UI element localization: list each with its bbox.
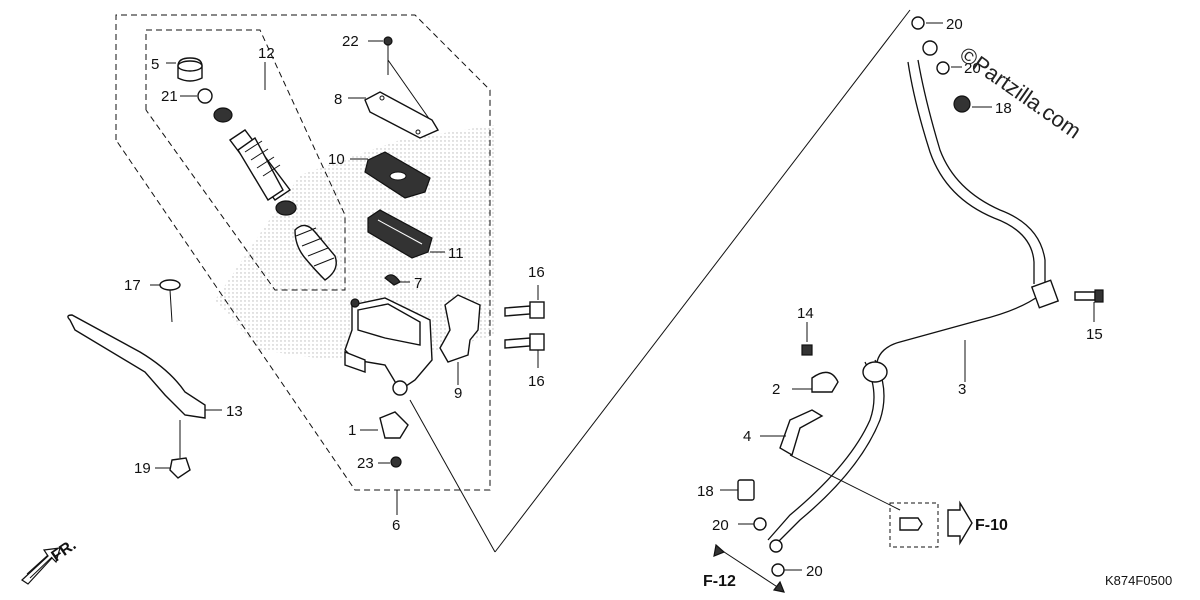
banjo-bolt-lower [720,479,755,501]
callout-3: 3 [958,381,966,398]
callout-21: 21 [161,88,178,105]
snap-ring [180,88,213,104]
callout-8: 8 [334,91,342,108]
reservoir-cap [348,91,440,139]
callout-12: 12 [258,45,275,62]
brake-hose [767,59,1060,553]
callout-11: 11 [448,245,464,262]
callout-16-lower: 16 [528,373,545,390]
diaphragm-plate [350,151,431,199]
callout-16-upper: 16 [528,264,545,281]
switch-screw [378,456,402,468]
reference-f10: F-10 [975,517,1008,534]
brake-lever [67,314,222,419]
piston-assembly [213,107,337,281]
callout-4: 4 [743,428,751,445]
diaphragm [367,209,445,259]
hose-clamp [792,371,839,393]
holder-bolt-upper [504,285,545,319]
master-cylinder-boundary [115,14,491,491]
callout-13: 13 [226,403,243,420]
sealing-washers-upper [911,16,962,75]
lever-pivot-nut [155,420,191,479]
reservoir-cap-screws [368,36,431,121]
callout-7: 7 [414,275,422,292]
reference-f12: F-12 [703,573,736,590]
brake-light-switch [360,411,409,439]
callout-23: 23 [357,455,374,472]
callout-19: 19 [134,460,151,477]
callout-15: 15 [1086,326,1103,343]
callout-2: 2 [772,381,780,398]
callout-17: 17 [124,277,141,294]
drawing-code: K874F0500 [1105,573,1172,588]
clamp-bolt [801,322,813,356]
hose-guide-bolt [1074,289,1104,322]
callout-1: 1 [348,422,356,439]
callout-20-third: 20 [712,517,729,534]
callout-14: 14 [797,305,814,322]
callout-20-bottom: 20 [806,563,823,580]
callout-20-top: 20 [946,16,963,33]
lever-pivot-bolt [150,279,181,323]
watermark: ©Partzilla.com [955,42,1086,144]
sealing-washers-lower [738,517,802,577]
callout-9: 9 [454,385,462,402]
hose-stay [760,409,901,511]
reservoir-clip [384,274,410,286]
banjo-bolt-upper [953,95,992,113]
callout-22: 22 [342,33,359,50]
holder-bolt-lower [504,333,545,368]
f10-reference-box [889,500,973,548]
dust-boot-cap [166,57,203,82]
front-direction-arrow [21,547,61,585]
master-cylinder-holder [439,294,481,385]
callout-5: 5 [151,56,159,73]
front-label: FR. [49,537,80,566]
callout-10: 10 [328,151,345,168]
hose-leader-lines [409,9,911,553]
master-cylinder-body [344,297,433,396]
callout-18-upper: 18 [995,100,1012,117]
callout-18-lower: 18 [697,483,714,500]
f12-reference-marker [713,543,785,593]
callout-20-second: 20 [964,60,981,77]
callout-6: 6 [392,517,400,534]
